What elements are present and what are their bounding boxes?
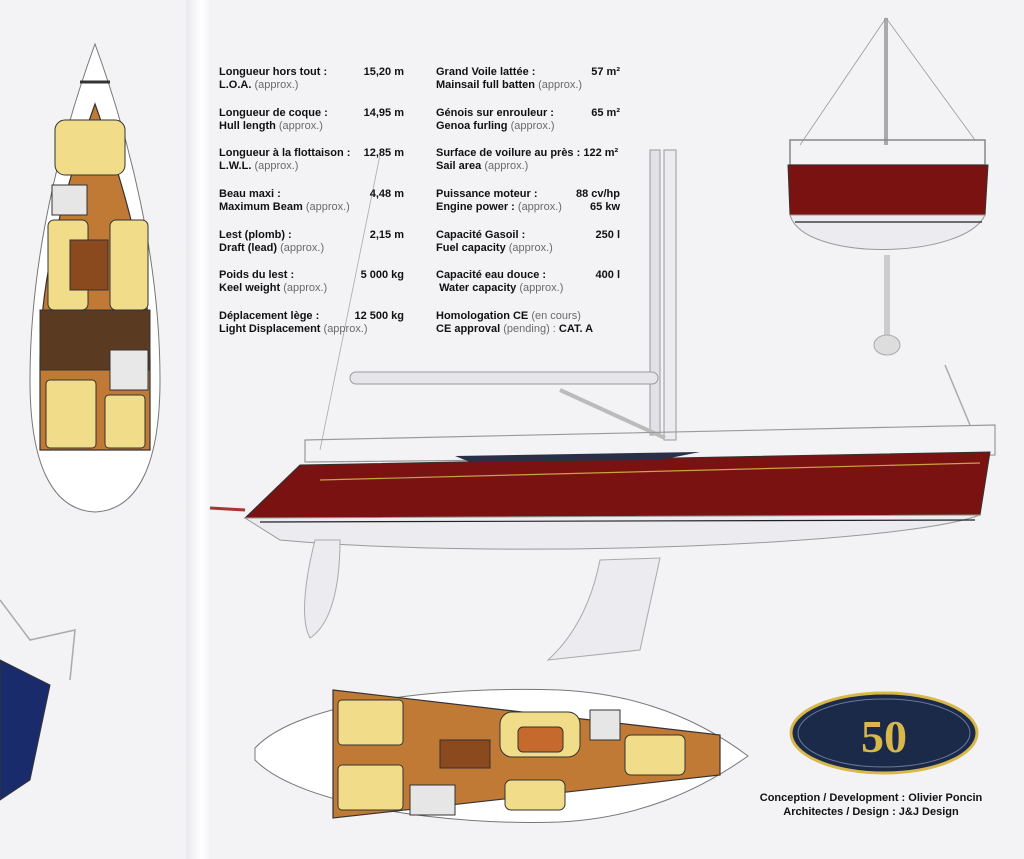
spec-note: (approx.): [519, 282, 564, 294]
spec-value: 88 cv/hp: [575, 188, 620, 200]
spec-label-fr: Beau maxi :: [219, 188, 281, 200]
spec-ce-approval: Homologation CE (en cours) CE approval (…: [436, 310, 626, 336]
spec-label-en: Engine power :: [436, 201, 515, 213]
spec-keel-weight: Poids du lest : Keel weight (approx.) 5 …: [219, 269, 404, 295]
spec-label-en: L.W.L.: [219, 160, 252, 172]
credits-development: Conception / Development : Olivier Ponci…: [759, 792, 983, 804]
horizontal-layout-plan: [254, 688, 749, 823]
page-fold: [186, 0, 212, 859]
spec-hull-length: Longueur de coque : Hull length (approx.…: [219, 107, 404, 133]
spec-label-fr: Puissance moteur :: [436, 188, 538, 200]
spec-label-fr: Capacité Gasoil :: [436, 229, 526, 241]
spec-value: 250 l: [595, 229, 620, 241]
vertical-layout-plan: [29, 42, 161, 513]
spec-note: (approx.): [510, 120, 555, 132]
spec-label-fr: Surface de voilure au près : 122 m²: [436, 147, 619, 159]
spec-sail-area: Surface de voilure au près : 122 m² Sail…: [436, 147, 626, 173]
spec-label-fr: Déplacement lège :: [219, 310, 320, 322]
spec-lwl: Longueur à la flottaison : L.W.L. (appro…: [219, 147, 404, 173]
spec-label-en: Maximum Beam: [219, 201, 303, 213]
spec-note: (approx.): [305, 201, 350, 213]
spec-note: (approx.): [484, 160, 529, 172]
spec-note: (approx.): [538, 79, 583, 91]
spec-value: 2,15 m: [369, 229, 404, 241]
spec-note: (approx.): [280, 242, 325, 254]
spec-displacement: Déplacement lège : Light Displacement (a…: [219, 310, 404, 336]
spec-label-fr: Homologation CE: [436, 310, 529, 322]
model-badge: 50: [789, 691, 979, 775]
spec-fuel: Capacité Gasoil : Fuel capacity (approx.…: [436, 229, 620, 255]
profile-view: [209, 149, 996, 661]
spec-label-fr: Poids du lest :: [219, 269, 295, 281]
spec-label-en: CE approval: [436, 323, 501, 335]
spec-value-2: 65 kw: [590, 201, 620, 213]
spec-label-en: Genoa furling: [436, 120, 508, 132]
spec-value: 400 l: [595, 269, 620, 281]
spec-label-en: Fuel capacity: [436, 242, 506, 254]
spec-beam: Beau maxi : Maximum Beam (approx.) 4,48 …: [219, 188, 404, 214]
spec-label-en: Keel weight: [219, 282, 281, 294]
spec-category: CAT. A: [558, 323, 594, 335]
spec-genoa: Génois sur enrouleur : Genoa furling (ap…: [436, 107, 620, 133]
credits: Conception / Development : Olivier Ponci…: [736, 791, 1006, 819]
spec-label-fr: Longueur à la flottaison :: [219, 147, 351, 159]
spec-label-fr: Longueur de coque :: [219, 107, 328, 119]
spec-mainsail: Grand Voile lattée : Mainsail full batte…: [436, 66, 620, 92]
spec-note: (approx.): [508, 242, 553, 254]
spec-label-fr: Capacité eau douce :: [436, 269, 547, 281]
spec-value: 12,85 m: [363, 147, 404, 159]
spec-value: 4,48 m: [369, 188, 404, 200]
credits-design: Architectes / Design : J&J Design: [783, 806, 959, 818]
spec-note-fr: (en cours): [531, 310, 581, 322]
spec-label-en: L.O.A.: [219, 79, 252, 91]
spec-value: 57 m²: [591, 66, 620, 78]
spec-label-fr: Génois sur enrouleur :: [436, 107, 554, 119]
spec-label-en: Mainsail full batten: [436, 79, 536, 91]
model-badge-text: 50: [861, 711, 907, 762]
spec-engine: Puissance moteur : Engine power : (appro…: [436, 188, 620, 214]
spec-label-en: Draft (lead): [219, 242, 278, 254]
spec-label-fr: Longueur hors tout :: [219, 66, 328, 78]
spec-label-en: Light Displacement: [219, 323, 321, 335]
spec-label-en: Sail area: [436, 160, 482, 172]
spec-value: 5 000 kg: [360, 269, 404, 281]
spec-note: (approx.): [278, 120, 323, 132]
blue-boat-partial: [0, 599, 76, 801]
spec-label-en: Water capacity: [439, 282, 517, 294]
spec-note: (approx.): [254, 79, 299, 91]
spec-note: (approx.): [323, 323, 368, 335]
spec-note: (approx.): [254, 160, 299, 172]
spec-value: 14,95 m: [363, 107, 404, 119]
spec-loa: Longueur hors tout : L.O.A. (approx.) 15…: [219, 66, 404, 92]
spec-value: 12 500 kg: [354, 310, 404, 322]
spec-label-fr: Lest (plomb) :: [219, 229, 292, 241]
spec-label-en: Hull length: [219, 120, 276, 132]
spec-label-fr: Grand Voile lattée :: [436, 66, 536, 78]
spec-note: (approx.): [283, 282, 328, 294]
spec-value: 65 m²: [591, 107, 620, 119]
spec-note: (approx.): [517, 201, 562, 213]
spec-draft: Lest (plomb) : Draft (lead) (approx.) 2,…: [219, 229, 404, 255]
spec-note: (pending) :: [503, 323, 556, 335]
spec-value: 15,20 m: [363, 66, 404, 78]
spec-water: Capacité eau douce : Water capacity (app…: [436, 269, 620, 295]
stern-view: [787, 17, 989, 356]
